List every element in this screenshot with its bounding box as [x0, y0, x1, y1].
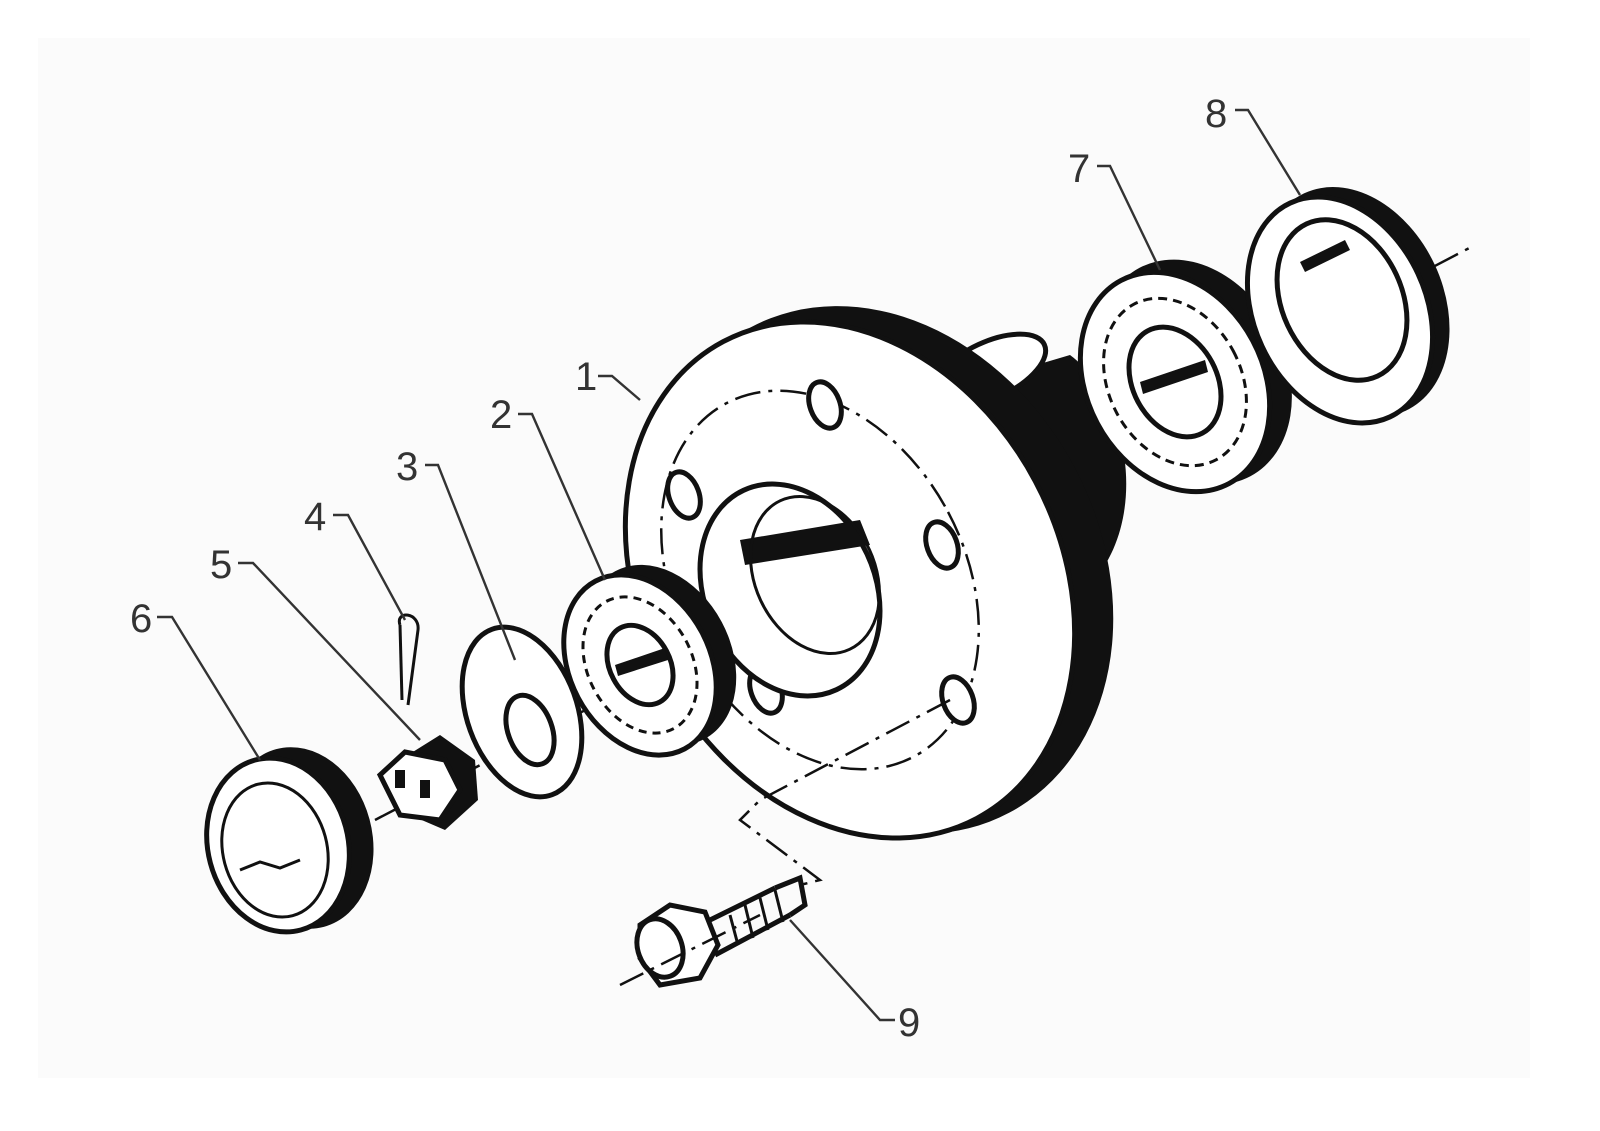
bolt-hole	[806, 379, 844, 431]
cotter-pin	[397, 613, 420, 706]
oil-seal	[1244, 187, 1450, 426]
washer	[459, 624, 585, 800]
hub-flange	[622, 306, 1127, 887]
front-bearing	[561, 564, 737, 758]
callout-3: 3	[396, 445, 418, 489]
bolt-hole	[939, 674, 977, 726]
callout-1: 1	[575, 355, 597, 399]
callout-6: 6	[130, 597, 152, 641]
bolt-hole	[665, 469, 703, 521]
castle-nut	[376, 735, 478, 830]
rear-bearing	[1077, 259, 1292, 495]
hub-cap	[204, 747, 374, 935]
callout-labels: 1 2 3 4 5 6 7 8 9	[130, 92, 1227, 1045]
callout-5: 5	[210, 543, 232, 587]
callout-2: 2	[490, 393, 512, 437]
callout-4: 4	[304, 495, 326, 539]
bolt-hole	[923, 519, 961, 571]
callout-8: 8	[1205, 92, 1227, 136]
wheel-bolt	[619, 874, 808, 988]
callout-leaders	[157, 108, 1302, 1022]
callout-7: 7	[1068, 147, 1090, 191]
callout-9: 9	[898, 1001, 920, 1045]
